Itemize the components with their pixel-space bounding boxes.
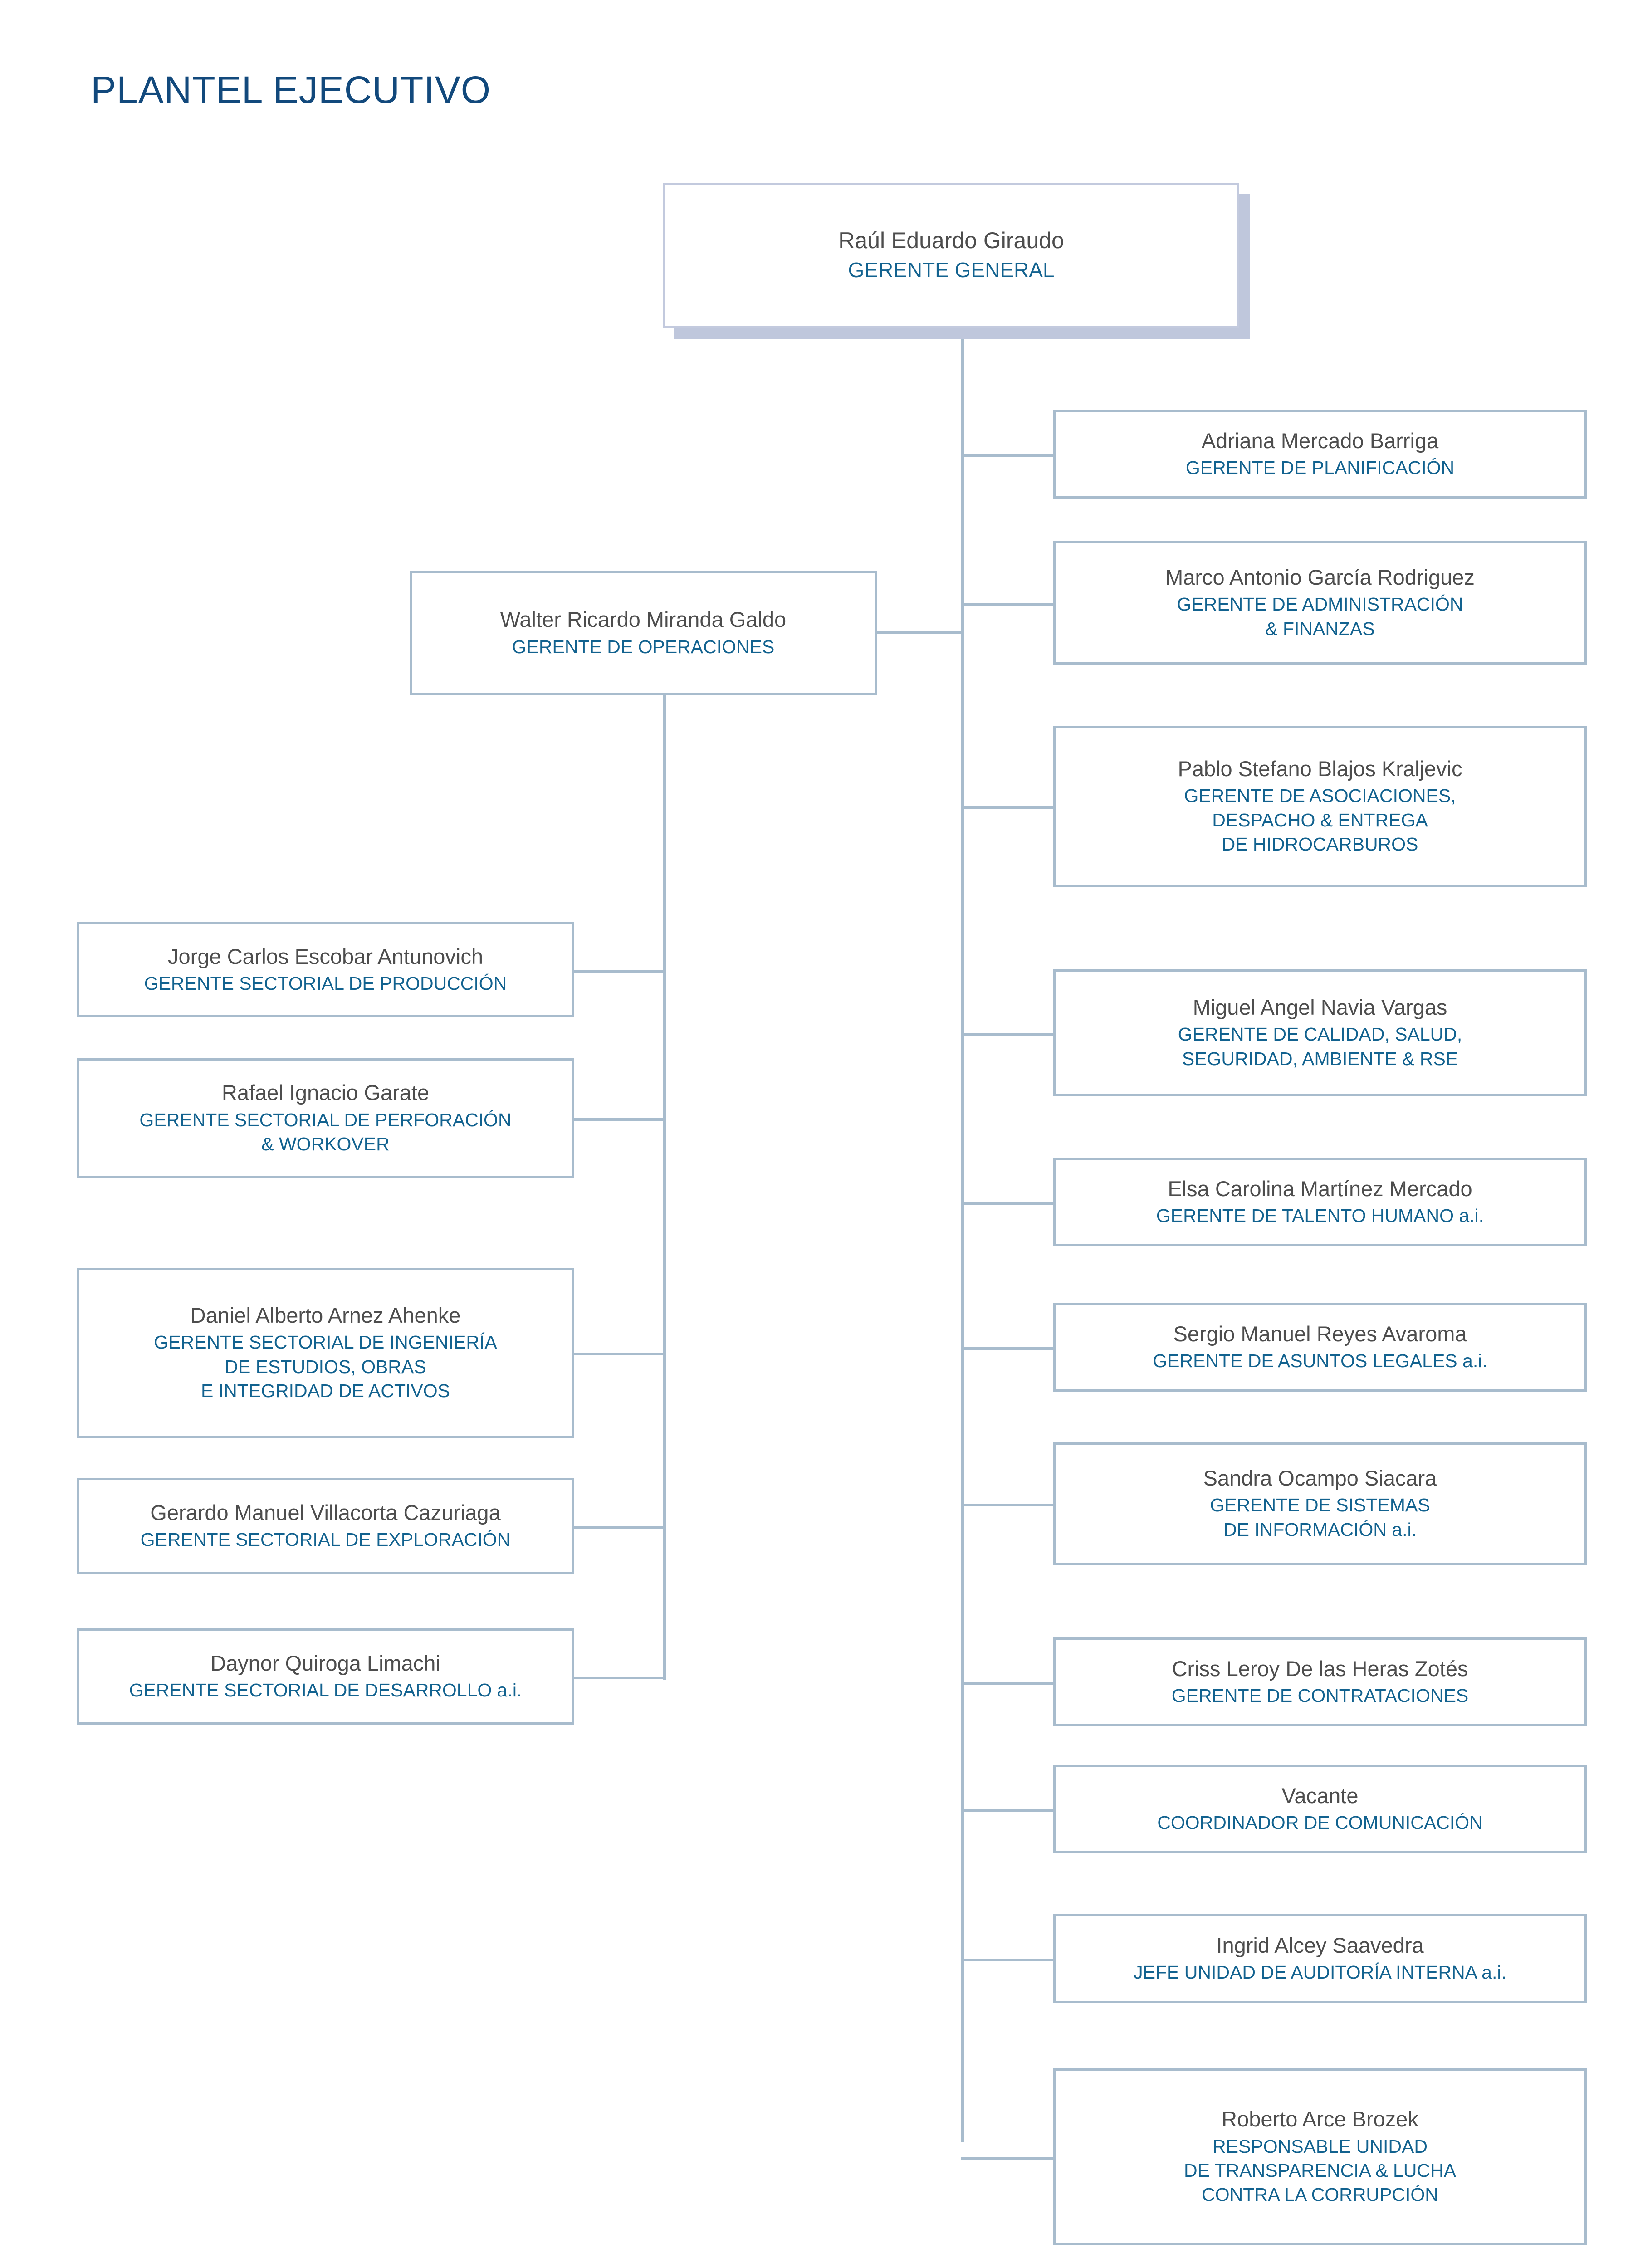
- org-node-operations-report[interactable]: Gerardo Manuel Villacorta Cazuriaga GERE…: [77, 1478, 574, 1574]
- org-node-name: Gerardo Manuel Villacorta Cazuriaga: [150, 1500, 501, 1525]
- trunk-stub-right-1: [961, 603, 1053, 606]
- org-node-role: GERENTE DE ADMINISTRACIÓN & FINANZAS: [1177, 594, 1463, 639]
- org-node-role: GERENTE SECTORIAL DE INGENIERÍA DE ESTUD…: [154, 1332, 497, 1401]
- org-node-role: GERENTE DE OPERACIONES: [512, 636, 775, 657]
- org-node-name: Sergio Manuel Reyes Avaroma: [1173, 1321, 1467, 1346]
- org-node-name: Walter Ricardo Miranda Galdo: [500, 607, 787, 632]
- org-node-operations-report[interactable]: Daniel Alberto Arnez Ahenke GERENTE SECT…: [77, 1268, 574, 1438]
- org-node-name: Daniel Alberto Arnez Ahenke: [190, 1303, 461, 1327]
- trunk-stub-operations: [877, 631, 964, 634]
- org-node-role: GERENTE SECTORIAL DE PRODUCCIÓN: [144, 973, 507, 994]
- operations-stub-0: [574, 970, 666, 973]
- org-node-name: Vacante: [1281, 1783, 1359, 1808]
- org-node-operations-head[interactable]: Walter Ricardo Miranda Galdo GERENTE DE …: [410, 571, 877, 695]
- org-node-name: Pablo Stefano Blajos Kraljevic: [1178, 756, 1462, 781]
- org-node-direct-report[interactable]: Elsa Carolina Martínez Mercado GERENTE D…: [1053, 1158, 1587, 1246]
- org-node-role: JEFE UNIDAD DE AUDITORÍA INTERNA a.i.: [1134, 1962, 1506, 1983]
- operations-stub-1: [574, 1118, 666, 1121]
- org-node-name: Marco Antonio García Rodriguez: [1165, 565, 1475, 589]
- org-node-name: Elsa Carolina Martínez Mercado: [1168, 1176, 1472, 1201]
- org-node-operations-report[interactable]: Rafael Ignacio Garate GERENTE SECTORIAL …: [77, 1058, 574, 1178]
- org-node-name: Jorge Carlos Escobar Antunovich: [168, 944, 483, 968]
- org-node-role: RESPONSABLE UNIDAD DE TRANSPARENCIA & LU…: [1184, 2136, 1456, 2205]
- org-node-role: GERENTE SECTORIAL DE EXPLORACIÓN: [140, 1529, 511, 1550]
- org-node-root[interactable]: Raúl Eduardo Giraudo GERENTE GENERAL: [663, 183, 1239, 328]
- org-node-direct-report[interactable]: Roberto Arce Brozek RESPONSABLE UNIDAD D…: [1053, 2068, 1587, 2245]
- org-node-name: Criss Leroy De las Heras Zotés: [1172, 1656, 1468, 1681]
- org-node-role: GERENTE DE CONTRATACIONES: [1171, 1685, 1469, 1706]
- org-node-direct-report[interactable]: Marco Antonio García Rodriguez GERENTE D…: [1053, 541, 1587, 665]
- org-node-direct-report[interactable]: Pablo Stefano Blajos Kraljevic GERENTE D…: [1053, 726, 1587, 887]
- trunk-vertical: [961, 328, 964, 2142]
- org-node-direct-report[interactable]: Adriana Mercado Barriga GERENTE DE PLANI…: [1053, 410, 1587, 499]
- org-node-role: GERENTE GENERAL: [848, 258, 1055, 282]
- trunk-stub-right-7: [961, 1682, 1053, 1685]
- trunk-stub-right-10: [961, 2157, 1053, 2160]
- operations-vertical: [663, 695, 666, 1680]
- org-node-role: GERENTE DE ASOCIACIONES, DESPACHO & ENTR…: [1184, 785, 1456, 855]
- trunk-stub-right-4: [961, 1202, 1053, 1205]
- org-node-direct-report[interactable]: Criss Leroy De las Heras Zotés GERENTE D…: [1053, 1637, 1587, 1726]
- org-node-role: GERENTE DE PLANIFICACIÓN: [1185, 457, 1455, 479]
- trunk-stub-right-2: [961, 806, 1053, 809]
- org-node-role: GERENTE DE SISTEMAS DE INFORMACIÓN a.i.: [1210, 1495, 1430, 1540]
- page-title: PLANTEL EJECUTIVO: [91, 68, 491, 111]
- org-node-direct-report[interactable]: Sandra Ocampo Siacara GERENTE DE SISTEMA…: [1053, 1442, 1587, 1565]
- trunk-stub-right-0: [961, 454, 1053, 457]
- org-node-role: GERENTE DE TALENTO HUMANO a.i.: [1156, 1205, 1484, 1227]
- org-node-name: Rafael Ignacio Garate: [221, 1080, 430, 1105]
- operations-stub-3: [574, 1526, 666, 1529]
- org-node-name: Ingrid Alcey Saavedra: [1216, 1933, 1424, 1957]
- org-node-direct-report[interactable]: Sergio Manuel Reyes Avaroma GERENTE DE A…: [1053, 1303, 1587, 1392]
- org-node-role: GERENTE SECTORIAL DE PERFORACIÓN & WORKO…: [139, 1109, 512, 1155]
- trunk-stub-right-8: [961, 1809, 1053, 1812]
- trunk-stub-right-5: [961, 1347, 1053, 1350]
- org-node-name: Adriana Mercado Barriga: [1201, 428, 1439, 453]
- operations-stub-2: [574, 1353, 666, 1355]
- org-node-name: Sandra Ocampo Siacara: [1203, 1466, 1437, 1490]
- org-node-name: Daynor Quiroga Limachi: [210, 1651, 440, 1675]
- org-node-role: GERENTE DE ASUNTOS LEGALES a.i.: [1153, 1350, 1487, 1372]
- org-node-operations-report[interactable]: Daynor Quiroga Limachi GERENTE SECTORIAL…: [77, 1628, 574, 1725]
- org-node-name: Miguel Angel Navia Vargas: [1193, 995, 1447, 1019]
- org-node-name: Roberto Arce Brozek: [1222, 2107, 1418, 2131]
- org-node-role: GERENTE DE CALIDAD, SALUD, SEGURIDAD, AM…: [1178, 1024, 1462, 1069]
- trunk-stub-right-9: [961, 1959, 1053, 1961]
- org-node-direct-report[interactable]: Ingrid Alcey Saavedra JEFE UNIDAD DE AUD…: [1053, 1914, 1587, 2003]
- org-node-name: Raúl Eduardo Giraudo: [838, 227, 1064, 253]
- trunk-stub-right-6: [961, 1504, 1053, 1506]
- operations-stub-4: [574, 1677, 666, 1679]
- org-node-direct-report[interactable]: Vacante COORDINADOR DE COMUNICACIÓN: [1053, 1765, 1587, 1853]
- org-node-role: COORDINADOR DE COMUNICACIÓN: [1157, 1812, 1483, 1833]
- org-node-role: GERENTE SECTORIAL DE DESARROLLO a.i.: [129, 1680, 522, 1701]
- trunk-stub-right-3: [961, 1033, 1053, 1036]
- org-node-operations-report[interactable]: Jorge Carlos Escobar Antunovich GERENTE …: [77, 922, 574, 1017]
- org-node-direct-report[interactable]: Miguel Angel Navia Vargas GERENTE DE CAL…: [1053, 969, 1587, 1096]
